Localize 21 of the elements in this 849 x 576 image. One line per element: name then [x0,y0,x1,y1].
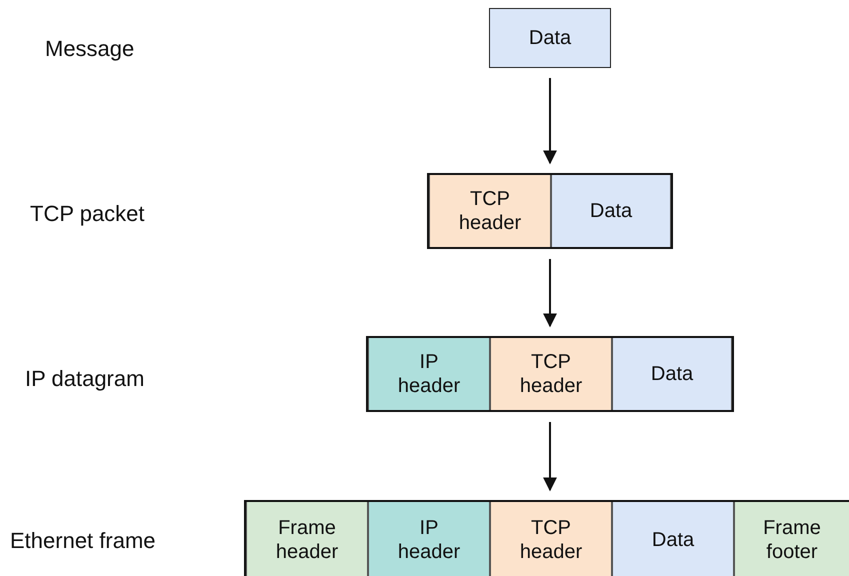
tcp-header-segment: TCP header [429,175,551,247]
row-label: IP datagram [25,366,144,392]
row-label: Ethernet frame [10,528,156,554]
packet-frame [244,500,849,576]
arrow [543,78,557,164]
packet-frame [427,173,673,249]
frame-segment: Frame footer [734,502,849,576]
ip-header-segment: IP header [368,502,490,576]
arrow [543,422,557,492]
tcp-header-segment: TCP header [490,338,612,410]
data-segment: Data [612,338,732,410]
data-segment: Data [612,502,734,576]
data-segment: Data [489,8,611,68]
arrow [543,259,557,328]
ip-header-segment: IP header [368,338,490,410]
row-label: TCP packet [30,201,145,227]
frame-segment: Frame header [246,502,368,576]
data-segment: Data [551,175,671,247]
row-label: Message [45,36,134,62]
packet-frame [366,336,734,412]
tcp-header-segment: TCP header [490,502,612,576]
